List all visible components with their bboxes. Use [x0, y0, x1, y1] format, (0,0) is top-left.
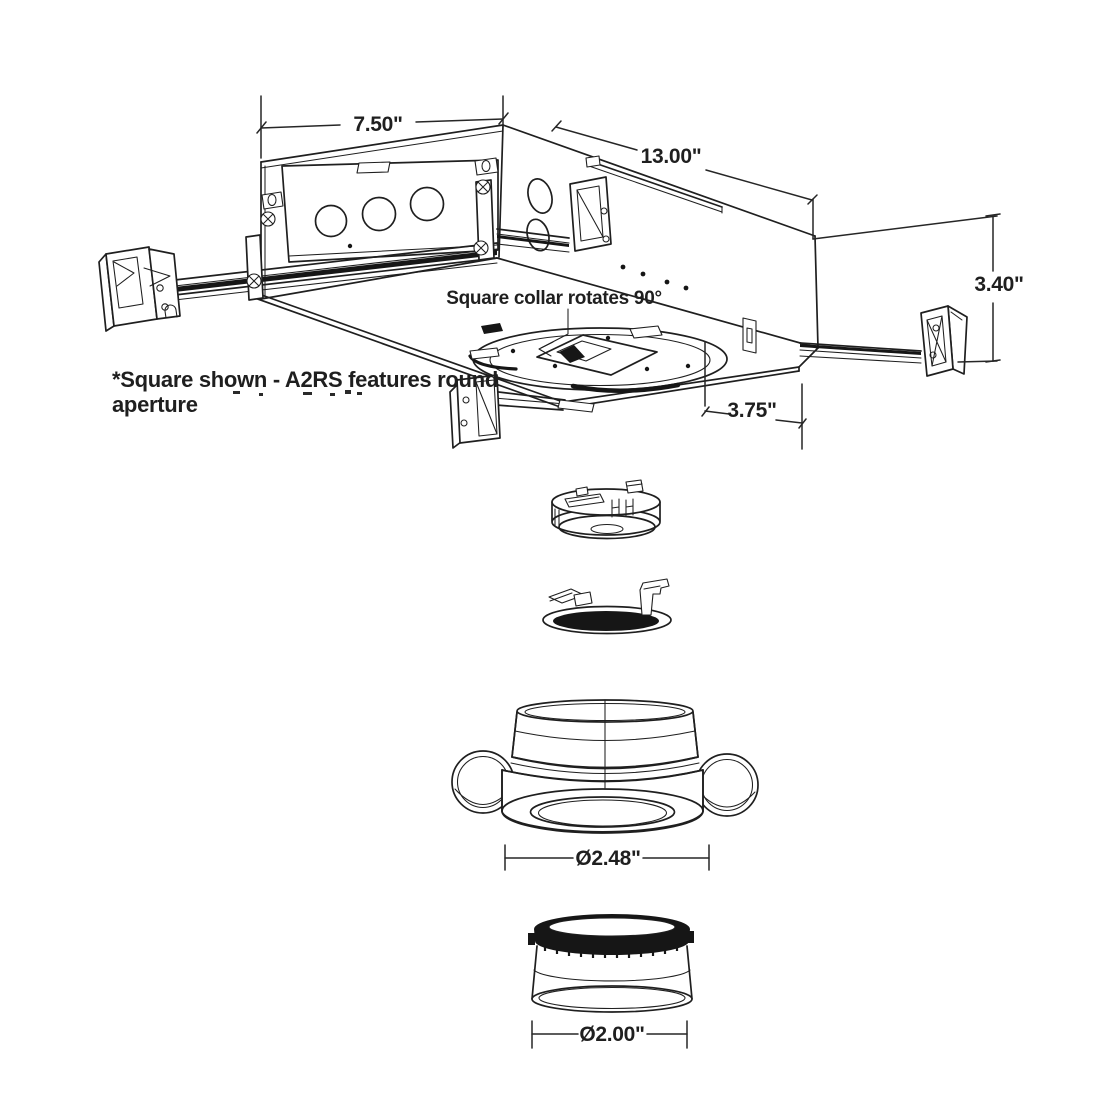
left-bracket [98, 246, 181, 332]
led-module-drawing [551, 479, 661, 540]
knockout-hole [409, 186, 445, 222]
aperture-note-line2: aperture [112, 392, 198, 417]
dim-front-width: 7.50" [256, 95, 509, 159]
aperture-note-line1: *Square shown - A2RS features round [112, 367, 498, 392]
dim-collar-inset-label: 3.75" [727, 399, 776, 422]
square-collar [468, 323, 728, 394]
bottom-bracket [449, 374, 595, 449]
dim-side-length: 13.00" [551, 120, 818, 240]
dim-collar-inset: 3.75" [701, 341, 807, 450]
module-tab [625, 479, 644, 494]
screw-icon [475, 179, 491, 195]
trim-ring-drawing [542, 578, 672, 635]
dim-lens-diameter: Ø2.00" [531, 1020, 688, 1049]
spring-tab [742, 317, 757, 354]
rear-nail-plate [569, 176, 612, 252]
hook-clip [639, 578, 670, 616]
mounting-ears [261, 157, 499, 210]
module-tab [575, 486, 589, 497]
dim-front-width-label: 7.50" [353, 113, 402, 136]
screw-icon [246, 273, 262, 289]
knockout-hole [361, 196, 397, 232]
trim-ring-opening [553, 611, 659, 631]
mounting-pan [251, 264, 819, 409]
dim-height-label: 3.40" [974, 273, 1023, 296]
dim-height: 3.40" [812, 213, 1024, 363]
right-bracket [799, 305, 968, 377]
dim-lens-diameter-label: Ø2.00" [579, 1023, 644, 1046]
housing-box [260, 124, 819, 349]
screws [246, 179, 491, 289]
dim-gimbal-diameter-label: Ø2.48" [575, 847, 640, 870]
screw-icon [260, 211, 276, 227]
module-center-hole [590, 523, 624, 535]
housing-dimensions: 7.50" 13.00" 3.40" 3.75" Square collar r… [112, 95, 1024, 450]
gimbal-opening [529, 796, 676, 828]
collar-rotation-label: Square collar rotates 90° [446, 288, 662, 309]
rear-hanger-bar [496, 155, 723, 253]
collar-leader-arrow [538, 308, 569, 357]
screw-icon [473, 240, 489, 256]
gimbal-trim-drawing [451, 699, 759, 834]
knockout-hole [314, 204, 348, 238]
dim-gimbal-diameter: Ø2.48" [504, 844, 710, 871]
dim-side-length-label: 13.00" [641, 145, 702, 168]
note-remnants [233, 390, 362, 396]
housing-assembly-drawing [98, 124, 968, 449]
lens-drawing [528, 914, 694, 1013]
